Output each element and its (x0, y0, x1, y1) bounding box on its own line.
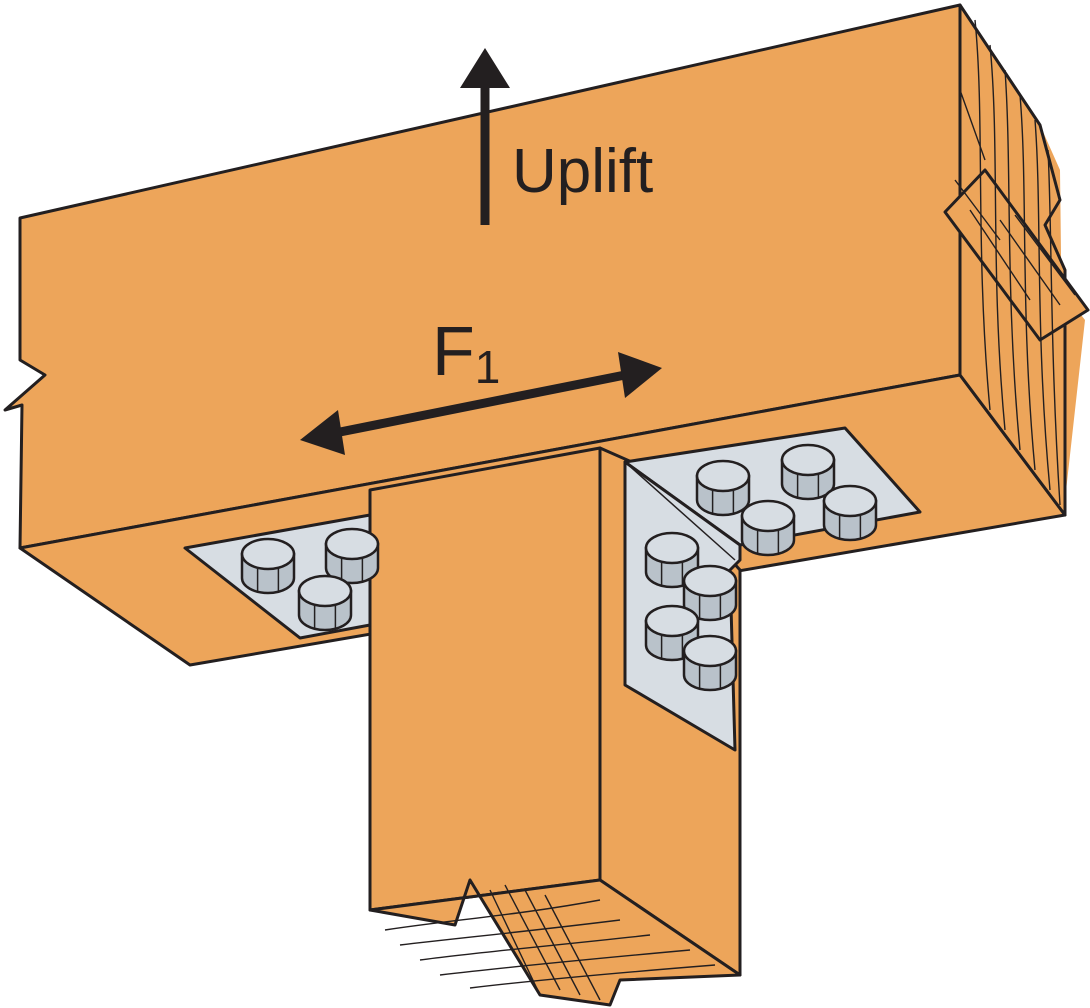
bolt-head (695, 459, 751, 517)
post-front-face (368, 446, 602, 912)
f1-arrowhead-left (300, 410, 345, 455)
bolt-head (740, 499, 796, 557)
bolt-head (822, 484, 878, 542)
bolt-head (324, 527, 380, 585)
f1-arrowhead-right (618, 352, 662, 398)
force-f1-main: F (432, 312, 475, 390)
uplift-arrow (460, 48, 510, 225)
uplift-arrowhead (460, 48, 510, 88)
bolt-head (780, 443, 836, 501)
bolt-head (297, 574, 353, 632)
post-end-grain (368, 878, 742, 1007)
bolts (240, 443, 878, 692)
f1-double-arrow (300, 352, 662, 455)
bolt-head (682, 564, 738, 622)
bolt-head (682, 634, 738, 692)
force-f1-subscript: 1 (475, 341, 501, 393)
beam-grain-lines (954, 19, 1076, 506)
post-grain-lines (384, 884, 716, 1001)
uplift-label: Uplift (512, 137, 653, 206)
bolt-head (240, 537, 296, 595)
force-f1-label: F1 (432, 312, 500, 393)
angle-bracket-right (623, 426, 922, 752)
